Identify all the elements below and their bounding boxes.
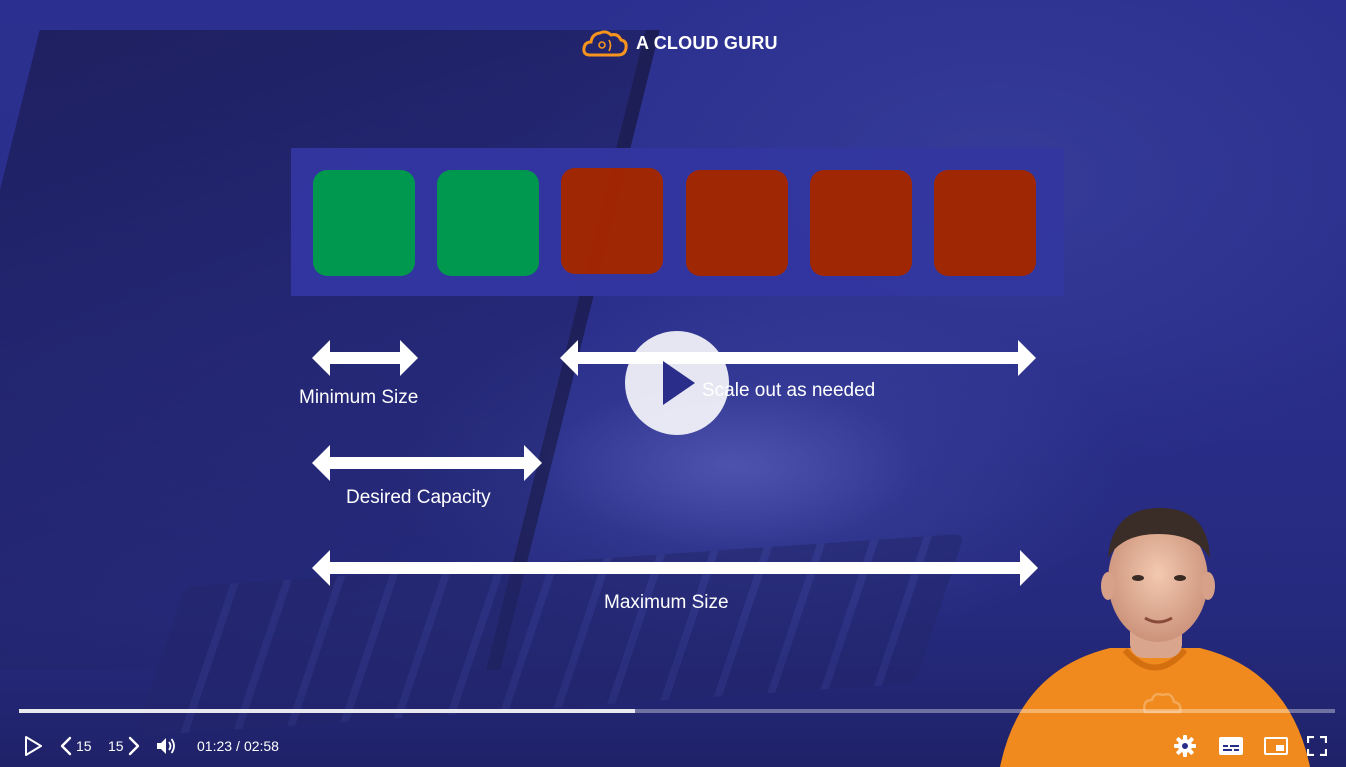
play-button[interactable] (24, 728, 44, 764)
brand-logo: A CLOUD GURU (582, 29, 778, 57)
picture-in-picture-button[interactable] (1264, 728, 1288, 764)
instance-box (810, 170, 912, 276)
instance-group (291, 148, 1064, 296)
instance-box (437, 170, 539, 276)
volume-button[interactable] (156, 728, 180, 764)
background-hand (540, 380, 920, 550)
scale-out-arrow (560, 340, 1036, 376)
rewind-15-icon (60, 736, 72, 756)
instance-box (686, 170, 788, 276)
instance-box (313, 170, 415, 276)
skip-back-label: 15 (76, 738, 92, 754)
minimum-size-label: Minimum Size (299, 387, 419, 408)
big-play-button[interactable] (625, 331, 729, 435)
volume-icon (157, 738, 175, 754)
instance-box (934, 170, 1036, 276)
captions-icon (1219, 737, 1243, 755)
brand-name: A CLOUD GURU (636, 32, 778, 53)
time-separator: / (236, 738, 240, 754)
play-icon (663, 361, 695, 405)
current-time: 01:23 (197, 738, 233, 754)
desired-capacity-arrow (312, 445, 542, 481)
cloud-logo-icon (582, 30, 628, 57)
progress-bar[interactable] (19, 709, 1335, 713)
duration: 02:58 (243, 738, 279, 754)
forward-15-icon (128, 736, 139, 756)
minimum-size-arrow (312, 340, 418, 376)
play-icon (25, 736, 42, 756)
time-display: 01:23 / 02:58 (197, 728, 279, 764)
fullscreen-button[interactable] (1307, 728, 1329, 764)
control-bar: 15 15 01:23 / 02:58 (0, 728, 1346, 764)
skip-back-button[interactable]: 15 (60, 728, 96, 764)
skip-forward-button[interactable]: 15 (108, 728, 144, 764)
gear-icon (1174, 735, 1196, 757)
maximum-size-arrow (312, 550, 1038, 586)
fullscreen-icon (1307, 736, 1327, 756)
captions-button[interactable] (1219, 728, 1243, 764)
maximum-size-label: Maximum Size (604, 592, 729, 613)
presenter-video (1000, 508, 1310, 767)
skip-forward-label: 15 (108, 738, 124, 754)
desired-capacity-label: Desired Capacity (346, 487, 491, 508)
picture-in-picture-icon (1264, 737, 1288, 755)
instance-box (561, 168, 663, 274)
settings-button[interactable] (1174, 728, 1196, 764)
scale-out-label: Scale out as needed (702, 380, 876, 401)
progress-played (19, 709, 635, 713)
